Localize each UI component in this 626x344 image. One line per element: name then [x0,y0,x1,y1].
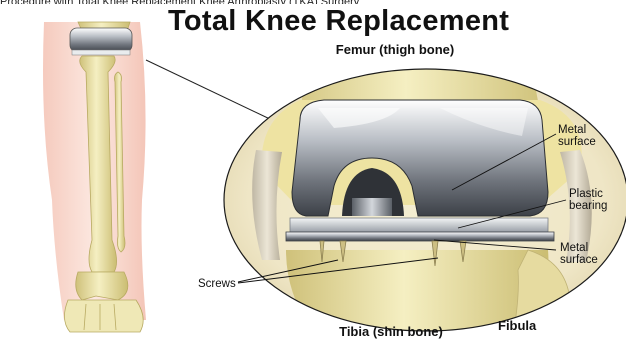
label-plastic-bearing-line2: bearing [569,200,607,212]
label-metal-surface-top-line1: Metal [558,124,586,136]
plastic-bearing-shape [290,218,548,232]
label-plastic-bearing: Plastic bearing [569,188,607,212]
tibial-metal-tray [286,232,554,241]
label-metal-surface-top: Metal surface [558,124,596,148]
label-fibula: Fibula [498,320,536,332]
femoral-metal-component [292,100,548,216]
zoom-connector-line [146,60,272,120]
label-metal-surface-top-line2: surface [558,136,596,148]
label-screws: Screws [198,278,236,290]
label-plastic-bearing-line1: Plastic [569,188,603,200]
label-metal-surface-bottom-line2: surface [560,254,598,266]
label-tibia: Tibia (shin bone) [296,326,486,338]
leg-overview [43,22,146,332]
label-femur: Femur (thigh bone) [300,44,490,56]
label-metal-surface-bottom: Metal surface [560,242,598,266]
label-metal-surface-bottom-line1: Metal [560,242,588,254]
